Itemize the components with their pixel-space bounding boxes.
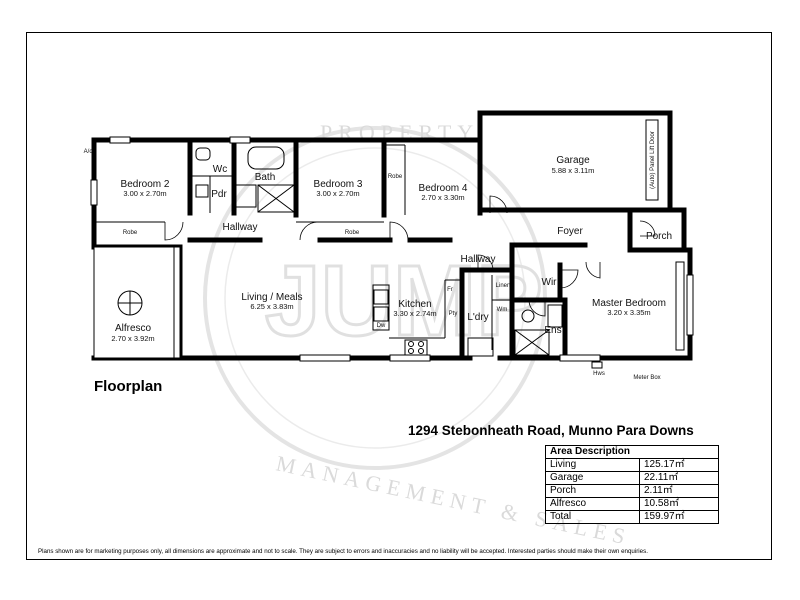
bedroom2-name: Bedroom 2 — [121, 179, 170, 190]
pty-label: Pty — [449, 311, 458, 317]
hallway-left-label: Hallway — [222, 222, 257, 233]
master-name: Master Bedroom — [592, 298, 666, 309]
bedroom2-dim: 3.00 x 2.70m — [123, 189, 166, 198]
area-table-header-row: Area Description — [545, 445, 719, 459]
page-frame — [26, 32, 772, 560]
table-row: Garage 22.11㎡ — [545, 471, 719, 485]
doors — [164, 195, 656, 317]
hws-label: Hws — [593, 371, 605, 377]
ac-label: A/c — [84, 149, 93, 155]
alfresco-dim: 2.70 x 3.92m — [111, 334, 154, 343]
area-value: 125.17㎡ — [639, 458, 719, 472]
robe-b3-label: Robe — [345, 230, 360, 236]
hallway-mid-label: Hallway — [460, 254, 495, 265]
wc-label: Wc — [213, 164, 227, 175]
living-dim: 6.25 x 3.83m — [250, 302, 293, 311]
bedroom3-name: Bedroom 3 — [314, 179, 363, 190]
porch-label: Porch — [646, 231, 672, 242]
bedroom4-dim: 2.70 x 3.30m — [421, 193, 464, 202]
living-name: Living / Meals — [241, 292, 302, 303]
linen-label: Linen — [496, 283, 511, 289]
area-value: 159.97㎡ — [639, 510, 719, 524]
panel-lift-door-label: (Auto) Panel Lift Door — [650, 131, 656, 189]
area-value: 2.11㎡ — [639, 484, 719, 498]
area-label: Living — [545, 458, 640, 472]
garage-name: Garage — [556, 155, 590, 166]
meter-box-label: Meter Box — [633, 375, 660, 381]
watermark-logo: JUMP — [265, 245, 543, 357]
table-row: Alfresco 10.58㎡ — [545, 497, 719, 511]
disclaimer-text: Plans shown are for marketing purposes o… — [38, 548, 648, 555]
area-label: Total — [545, 510, 640, 524]
area-label: Porch — [545, 484, 640, 498]
dw-label: Dw — [377, 323, 386, 329]
bath-label: Bath — [255, 172, 276, 183]
foyer-label: Foyer — [557, 226, 583, 237]
alfresco-name: Alfresco — [115, 323, 152, 334]
wm-label: Wm — [497, 307, 508, 313]
robe-b4-label: Robe — [388, 174, 403, 180]
table-row: Living 125.17㎡ — [545, 458, 719, 472]
master-dim: 3.20 x 3.35m — [607, 308, 650, 317]
area-table: Area Description Living 125.17㎡ Garage 2… — [545, 445, 719, 524]
kitchen-name: Kitchen — [398, 299, 431, 310]
fr-label: Fr — [447, 287, 453, 293]
fixtures — [90, 119, 694, 369]
bedroom4-name: Bedroom 4 — [419, 183, 468, 194]
garage-dim: 5.88 x 3.11m — [552, 166, 595, 175]
area-table-header: Area Description — [545, 445, 719, 459]
pdr-label: Pdr — [211, 189, 227, 200]
area-label: Alfresco — [545, 497, 640, 511]
wir-label: Wir — [542, 277, 558, 288]
property-address: 1294 Stebonheath Road, Munno Para Downs — [408, 423, 694, 438]
table-row: Total 159.97㎡ — [545, 510, 719, 524]
floorplan-title: Floorplan — [94, 378, 163, 395]
ens-label: Ens — [544, 325, 561, 336]
area-label: Garage — [545, 471, 640, 485]
table-row: Porch 2.11㎡ — [545, 484, 719, 498]
area-value: 10.58㎡ — [639, 497, 719, 511]
robe-b2-label: Robe — [123, 230, 138, 236]
ldry-label: L'dry — [467, 312, 488, 323]
kitchen-dim: 3.30 x 2.74m — [393, 309, 436, 318]
area-value: 22.11㎡ — [639, 471, 719, 485]
bedroom3-dim: 3.00 x 2.70m — [316, 189, 359, 198]
room-labels: Bedroom 2 3.00 x 2.70m Bedroom 3 3.00 x … — [84, 131, 672, 381]
